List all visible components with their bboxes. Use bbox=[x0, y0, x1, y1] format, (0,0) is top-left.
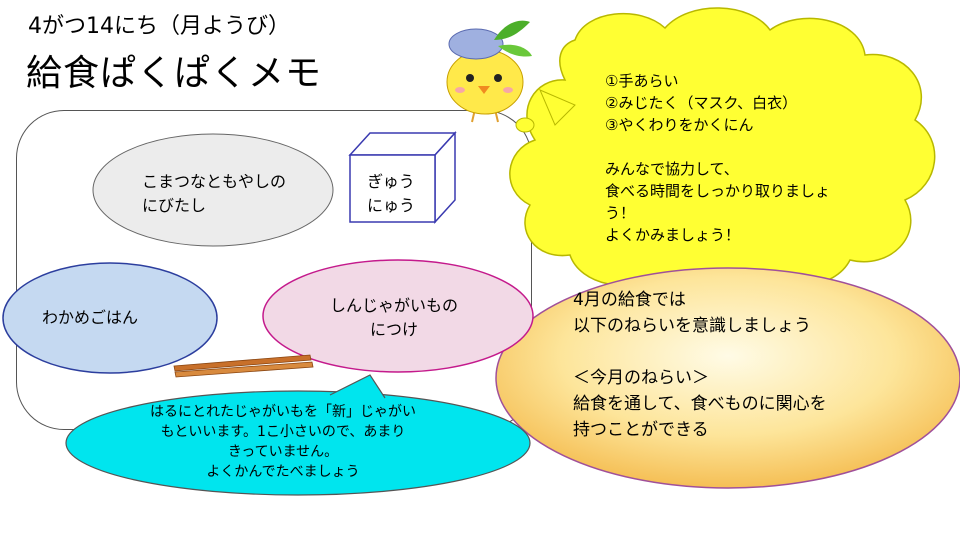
milk-label: ぎゅうにゅう bbox=[367, 172, 416, 215]
rice-bowl bbox=[2, 262, 218, 374]
stew-label: しんじゃがいものにつけ bbox=[330, 296, 459, 339]
goal-bubble bbox=[495, 267, 960, 489]
potato-bubble bbox=[65, 374, 531, 496]
stew-bowl bbox=[262, 259, 534, 373]
potato-text: はるにとれたじゃがいもを「新」じゃがい もといいます。1こ小さいので、あまり き… bbox=[150, 404, 416, 480]
side-dish-plate bbox=[92, 133, 334, 247]
side-dish-label: こまつなともやしのにびたし bbox=[142, 172, 287, 215]
goal-text: 4月の給食では 以下のねらいを意識しましょう ＜今月のねらい＞ 給食を通して、食… bbox=[573, 290, 827, 440]
tips-cloud bbox=[509, 7, 936, 294]
rice-label: わかめごはん bbox=[42, 308, 139, 327]
page-title: 給食ぱくぱくメモ bbox=[26, 53, 323, 94]
tips-cloud-text: ①手あらい ②みじたく（マスク、白衣） ③やくわりをかくにん みんなで協力して、… bbox=[605, 72, 831, 244]
page-date: 4がつ14にち（月ようび） bbox=[28, 14, 290, 39]
chick-mascot-icon bbox=[446, 20, 532, 123]
milk-carton-icon bbox=[348, 131, 457, 224]
chopsticks-icon bbox=[173, 354, 314, 378]
